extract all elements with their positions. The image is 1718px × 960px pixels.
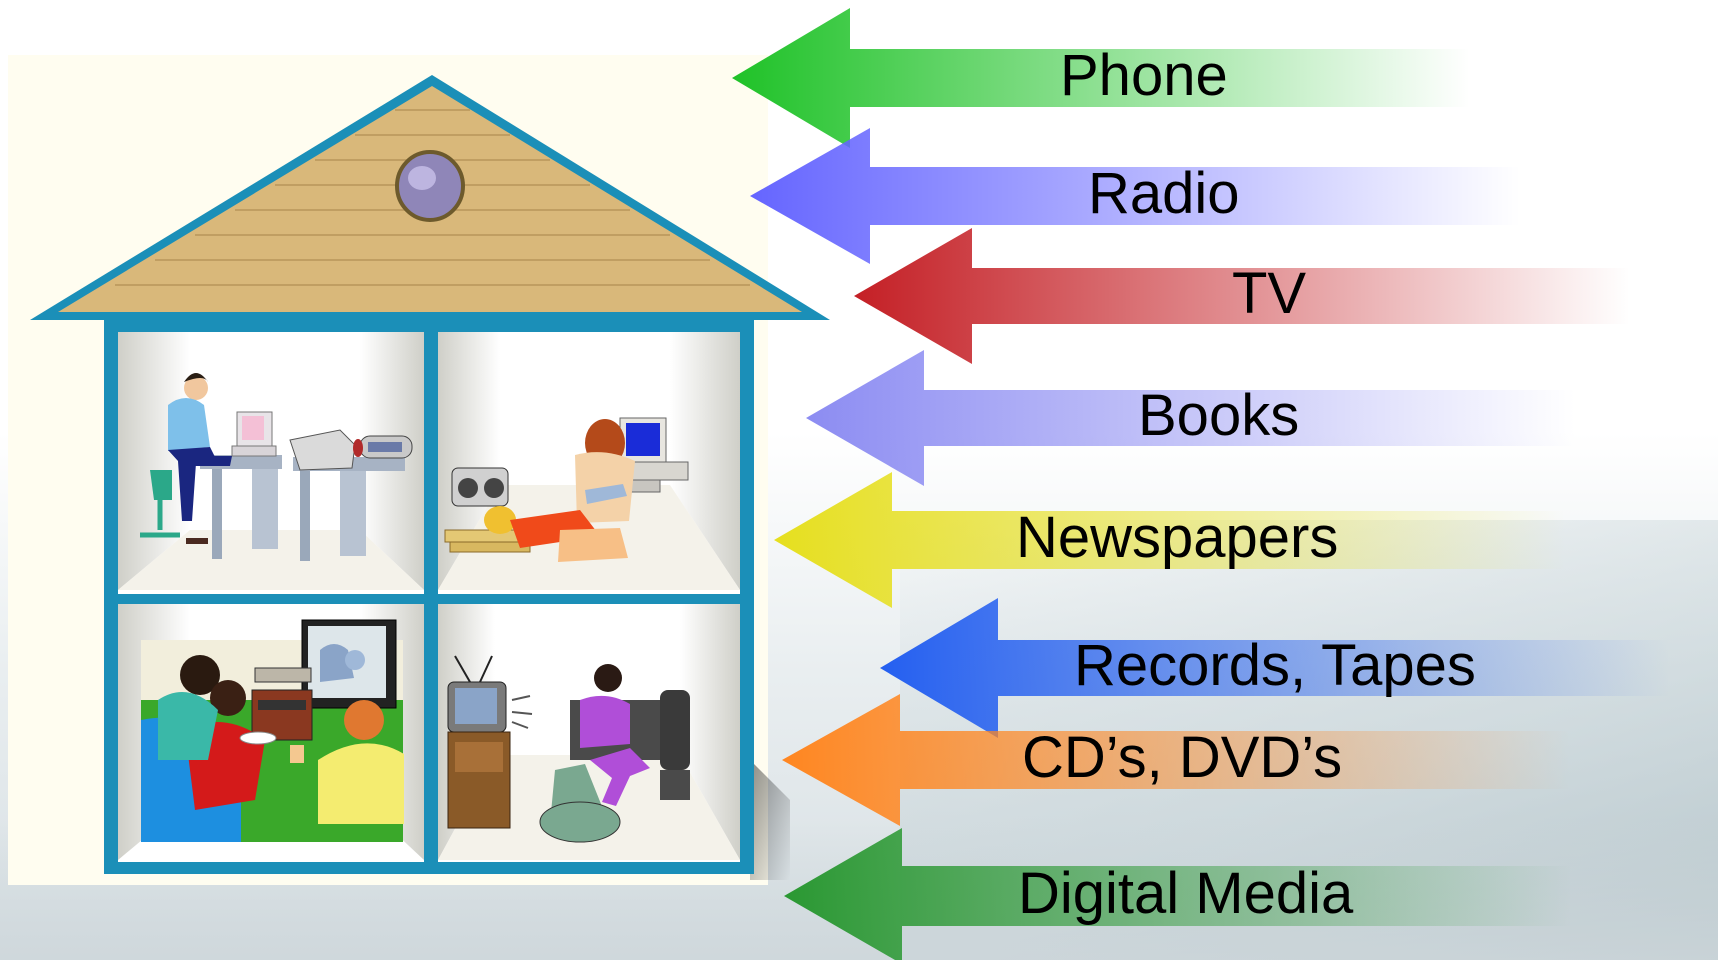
arrow-radio (750, 128, 1520, 264)
house-shadow (750, 760, 790, 880)
arrow-newspapers (774, 472, 1565, 608)
arrows-layer (732, 8, 1670, 960)
arrow-label-phone: Phone (1060, 43, 1228, 108)
arrow-cds-dvds (782, 694, 1570, 826)
arrow-label-digital-media: Digital Media (1018, 861, 1354, 926)
arrow-label-newspapers: Newspapers (1016, 505, 1339, 570)
reading-scene (444, 417, 689, 562)
arrow-books (806, 350, 1575, 486)
office-scene (140, 373, 413, 561)
arrow-digital-media (784, 828, 1572, 960)
arrow-records-tapes (880, 598, 1670, 738)
arrow-label-cds-dvds: CD’s, DVD’s (1022, 725, 1343, 790)
arrow-phone (732, 8, 1470, 148)
roof (30, 75, 830, 320)
arrow-label-radio: Radio (1088, 161, 1240, 226)
arrow-label-books: Books (1138, 383, 1300, 448)
exercise-scene (447, 655, 690, 843)
arrow-label-records-tapes: Records, Tapes (1074, 633, 1476, 698)
family-tv-scene (141, 619, 404, 842)
arrow-label-tv: TV (1232, 261, 1307, 326)
arrow-tv (854, 228, 1630, 364)
